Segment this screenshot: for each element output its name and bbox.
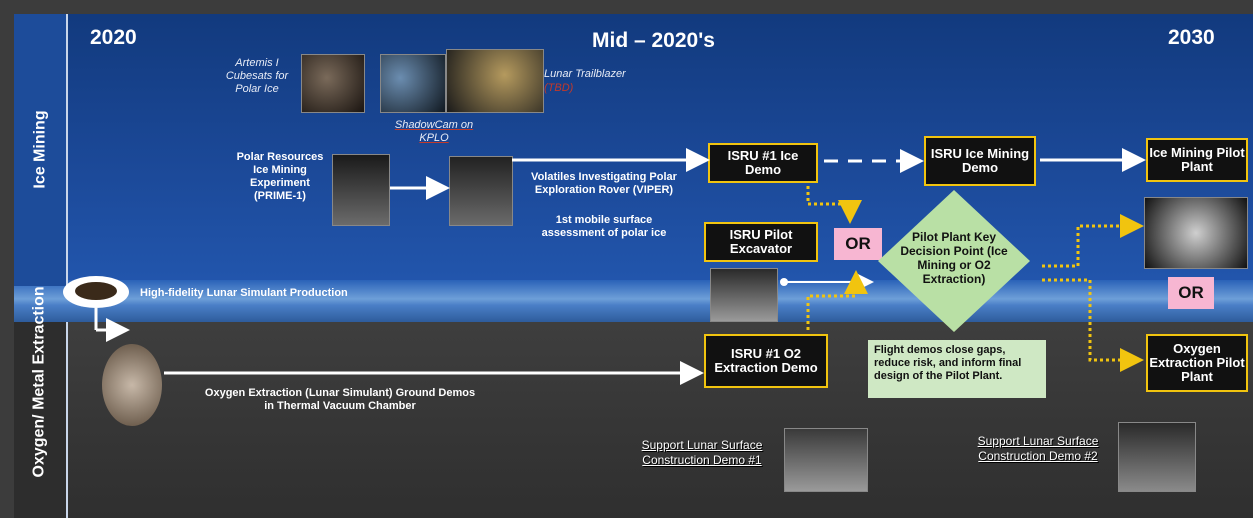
decision-diamond xyxy=(878,190,1030,332)
simulant-soil-icon xyxy=(75,282,117,300)
viper-label: Volatiles Investigating Polar Exploratio… xyxy=(531,171,677,196)
oxygen-ground-label: Oxygen Extraction (Lunar Simulant) Groun… xyxy=(204,387,476,412)
year-mid-2020s: Mid – 2020's xyxy=(592,29,715,52)
year-2020: 2020 xyxy=(90,26,137,49)
or-badge-right: OR xyxy=(1168,277,1214,309)
ice-mining-pilot-plant-box: Ice Mining Pilot Plant xyxy=(1146,138,1248,182)
flight-demos-note: Flight demos close gaps, reduce risk, an… xyxy=(868,340,1046,398)
simulant-label: High-fidelity Lunar Simulant Production xyxy=(140,287,348,299)
excavator-dot xyxy=(780,278,788,286)
isru-ice-mining-demo-box: ISRU Ice Mining Demo xyxy=(924,136,1036,186)
excavator-image xyxy=(710,268,778,322)
ice-mining-sidebar: Ice Mining xyxy=(14,14,68,286)
viper-sublabel: 1st mobile surface assessment of polar i… xyxy=(541,214,667,239)
trailblazer-label: Lunar Trailblazer xyxy=(544,68,626,80)
ice-mining-band xyxy=(14,14,1253,286)
connectors-layer xyxy=(94,148,1146,385)
shadowcam-image xyxy=(380,54,446,113)
oxygen-extraction-pilot-plant-box: Oxygen Extraction Pilot Plant xyxy=(1146,334,1248,392)
construction-demo-2-image xyxy=(1118,422,1196,492)
isru-ice-demo-box: ISRU #1 Ice Demo xyxy=(708,143,818,183)
prime-image xyxy=(332,154,390,226)
trailblazer-tbd: (TBD) xyxy=(544,82,574,94)
prime-label: Polar Resources Ice Mining Experiment (P… xyxy=(236,151,324,202)
roadmap-diagram: Ice Mining Oxygen/ Metal Extraction 2020… xyxy=(14,14,1253,518)
trailblazer-image xyxy=(446,49,544,113)
year-2030: 2030 xyxy=(1168,26,1215,49)
simulant-dish xyxy=(63,276,129,308)
ice-demo-to-or-dotted xyxy=(806,186,862,224)
pilot-plant-image xyxy=(1144,197,1248,269)
oxygen-band xyxy=(14,322,1253,518)
shadowcam-label: ShadowCam on KPLO xyxy=(394,119,474,144)
construction-demo-1-label: Support Lunar Surface Construction Demo … xyxy=(641,438,763,467)
viper-image xyxy=(449,156,513,226)
simulant-band xyxy=(14,280,1253,322)
artemis-image xyxy=(301,54,365,113)
decision-label: Pilot Plant Key Decision Point (Ice Mini… xyxy=(900,230,1008,286)
o2-demo-to-or-dotted xyxy=(806,270,868,330)
artemis-label: Artemis I Cubesats for Polar Ice xyxy=(225,57,289,95)
construction-demo-2-label: Support Lunar Surface Construction Demo … xyxy=(977,434,1099,463)
or-badge-left: OR xyxy=(834,228,882,260)
oxygen-sidebar: Oxygen/ Metal Extraction xyxy=(14,286,68,518)
construction-demo-1-image xyxy=(784,428,868,492)
isru-pilot-excavator-box: ISRU Pilot Excavator xyxy=(704,222,818,262)
thermal-vacuum-image xyxy=(102,344,162,426)
decision-to-ice-pilot-dotted xyxy=(1042,214,1144,268)
decision-to-oxygen-pilot-dotted xyxy=(1042,278,1144,372)
isru-o2-extraction-demo-box: ISRU #1 O2 Extraction Demo xyxy=(704,334,828,388)
